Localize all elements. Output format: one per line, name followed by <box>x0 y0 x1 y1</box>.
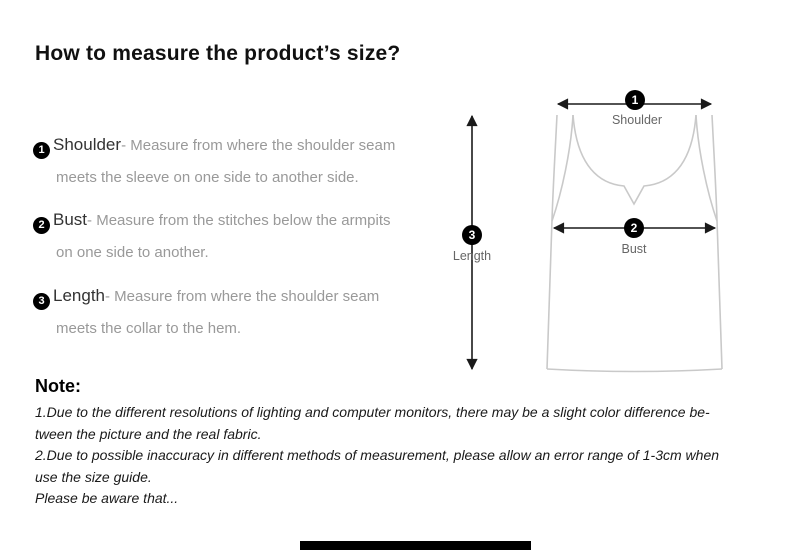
tank-hem <box>546 368 723 373</box>
note-line: tween the picture and the real fabric. <box>35 425 262 442</box>
number-badge-2: 2 <box>33 216 50 234</box>
diagram-badge-3-num: 3 <box>469 228 476 242</box>
garment-measurement-diagram: 1 2 3 Shoulder Bust Length <box>453 90 723 373</box>
length-dimension-label: Length <box>453 249 491 263</box>
instruction-text: - Measure from where the shoulder seam <box>105 288 380 305</box>
partial-black-banner <box>300 541 531 550</box>
shoulder-dimension-label: Shoulder <box>612 113 662 127</box>
note-heading: Note: <box>35 376 81 396</box>
tank-right-armhole <box>695 114 718 222</box>
instruction-text: - Measure from the stitches below the ar… <box>87 212 391 229</box>
page-title: How to measure the product’s size? <box>35 42 401 65</box>
bust-dimension-label: Bust <box>621 242 647 256</box>
instruction-label: Length <box>53 286 105 305</box>
instruction-text-cont: meets the collar to the hem. <box>56 319 242 337</box>
instruction-text: - Measure from where the shoulder seam <box>121 137 396 154</box>
tank-left-side <box>546 114 558 370</box>
note-line: 1.Due to the different resolutions of li… <box>35 404 710 420</box>
tank-top-outline <box>546 114 723 373</box>
diagram-badge-3 <box>462 225 482 245</box>
instruction-text-cont: meets the sleeve on one side to another … <box>56 168 359 186</box>
note-line: Please be aware that... <box>35 490 179 506</box>
tank-neckline <box>572 114 697 206</box>
instruction-label: Bust <box>53 210 88 229</box>
diagram-badge-1-num: 1 <box>632 93 639 107</box>
tank-right-side <box>711 114 723 370</box>
note-body: 1.Due to the different resolutions of li… <box>35 402 719 510</box>
note-line: 2.Due to possible inaccuracy in differen… <box>35 447 720 463</box>
tank-left-armhole <box>551 114 574 222</box>
diagram-badge-2 <box>624 218 644 238</box>
diagram-badges: 1 2 3 <box>462 90 645 245</box>
instruction-label: Shoulder <box>53 135 122 154</box>
diagram-badge-2-num: 2 <box>631 221 638 235</box>
number-badge-1: 1 <box>33 141 50 159</box>
instruction-text-cont: on one side to another. <box>56 243 209 261</box>
diagram-badge-1 <box>625 90 645 110</box>
number-badge-3: 3 <box>33 292 50 310</box>
note-line: use the size guide. <box>35 468 152 485</box>
